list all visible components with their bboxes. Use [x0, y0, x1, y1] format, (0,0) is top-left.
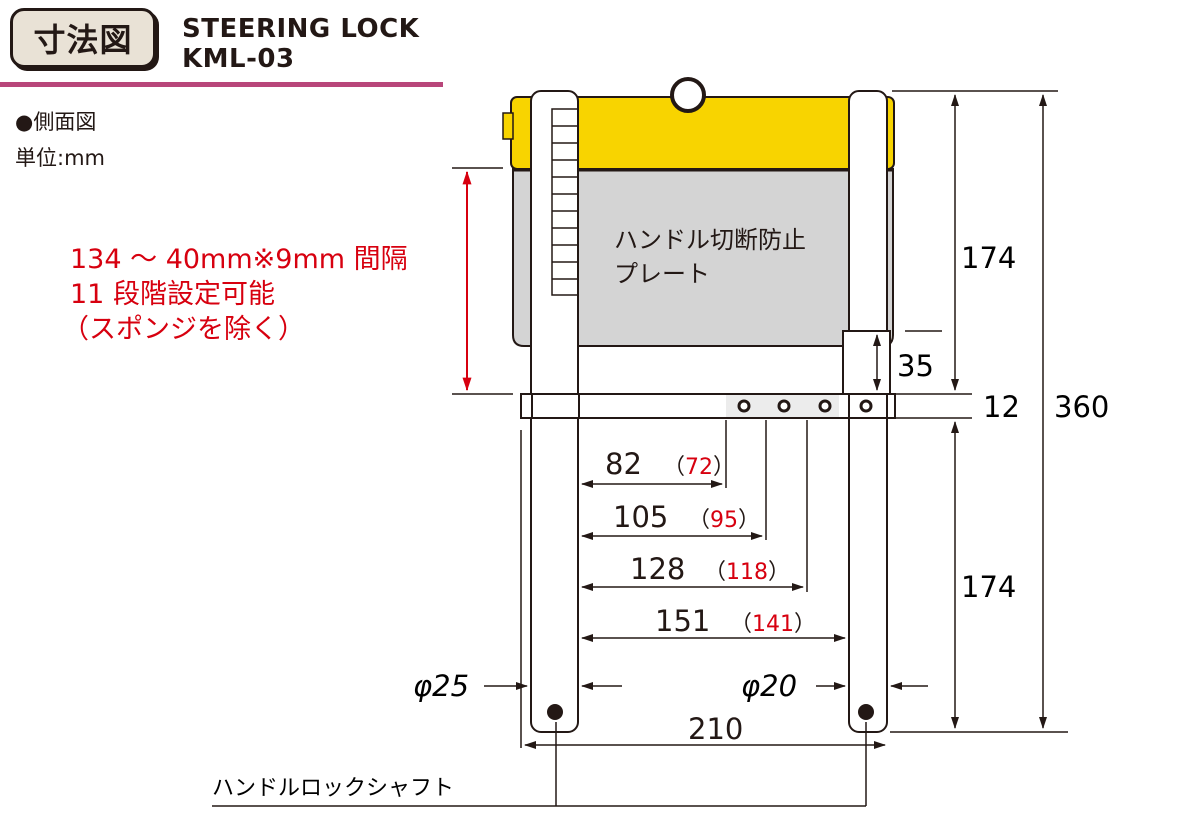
plate-label-2: プレート: [614, 260, 710, 288]
right-shaft-hole: [858, 704, 874, 720]
dim-105-alt: （95）: [688, 508, 760, 533]
range-note-3: （スポンジを除く）: [62, 314, 305, 345]
left-shaft-hole: [547, 704, 563, 720]
dim-128-alt: （118）: [704, 560, 790, 585]
phi-right-label: φ20: [741, 669, 797, 703]
top-ring: [670, 77, 706, 113]
dim-width-label: 210: [688, 712, 743, 746]
dim-lower-label: 174: [961, 570, 1016, 604]
dim-82-label: 82: [605, 447, 642, 481]
unit-label: 単位:mm: [15, 146, 105, 170]
view-label: ●側面図: [15, 110, 97, 134]
dim-105-label: 105: [613, 500, 668, 534]
dim-gap-label: 35: [897, 349, 934, 383]
dim-151-alt: （141）: [730, 612, 816, 637]
lock-body-side-notch: [502, 112, 514, 140]
dim-82-alt: （72）: [663, 455, 735, 480]
dim-128-label: 128: [630, 552, 685, 586]
plate-label-1: ハンドル切断防止: [614, 226, 806, 254]
header-divider: [0, 82, 443, 87]
adjustment-holes: [737, 399, 873, 413]
range-note-2: 11 段階設定可能: [70, 279, 275, 310]
right-spacer-block: [842, 330, 891, 395]
range-note-1: 134 ～ 40mm※9mm 間隔: [70, 244, 408, 275]
shaft-label: ハンドルロックシャフト: [212, 776, 454, 801]
model-number: KML-03: [182, 44, 295, 74]
dim-bar-label: 12: [983, 390, 1020, 424]
phi-left-label: φ25: [413, 669, 469, 703]
shaft-notches: [551, 108, 579, 296]
dim-151-label: 151: [655, 604, 710, 638]
dim-upper-label: 174: [961, 241, 1016, 275]
dimension-drawing-badge: 寸法図: [10, 8, 156, 68]
dim-total-label: 360: [1054, 390, 1109, 424]
product-name: STEERING LOCK: [182, 14, 420, 44]
